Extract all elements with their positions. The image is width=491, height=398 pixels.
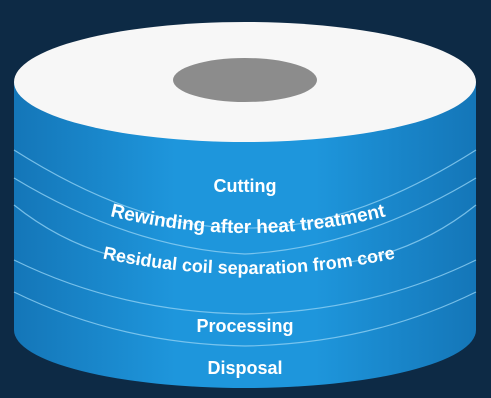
separator-line [13, 291, 477, 347]
stage-label-processing: Processing [196, 316, 293, 336]
separator-line [13, 177, 477, 255]
separator-line [349, 204, 477, 263]
separator-line [13, 149, 477, 229]
layer-separators [13, 149, 477, 347]
core-hole [173, 58, 317, 102]
separator-line [13, 259, 477, 315]
stage-label-disposal: Disposal [207, 358, 282, 378]
separator-line [13, 204, 141, 263]
stage-label-cutting: Cutting [214, 176, 277, 196]
cylinder-body [14, 82, 476, 388]
